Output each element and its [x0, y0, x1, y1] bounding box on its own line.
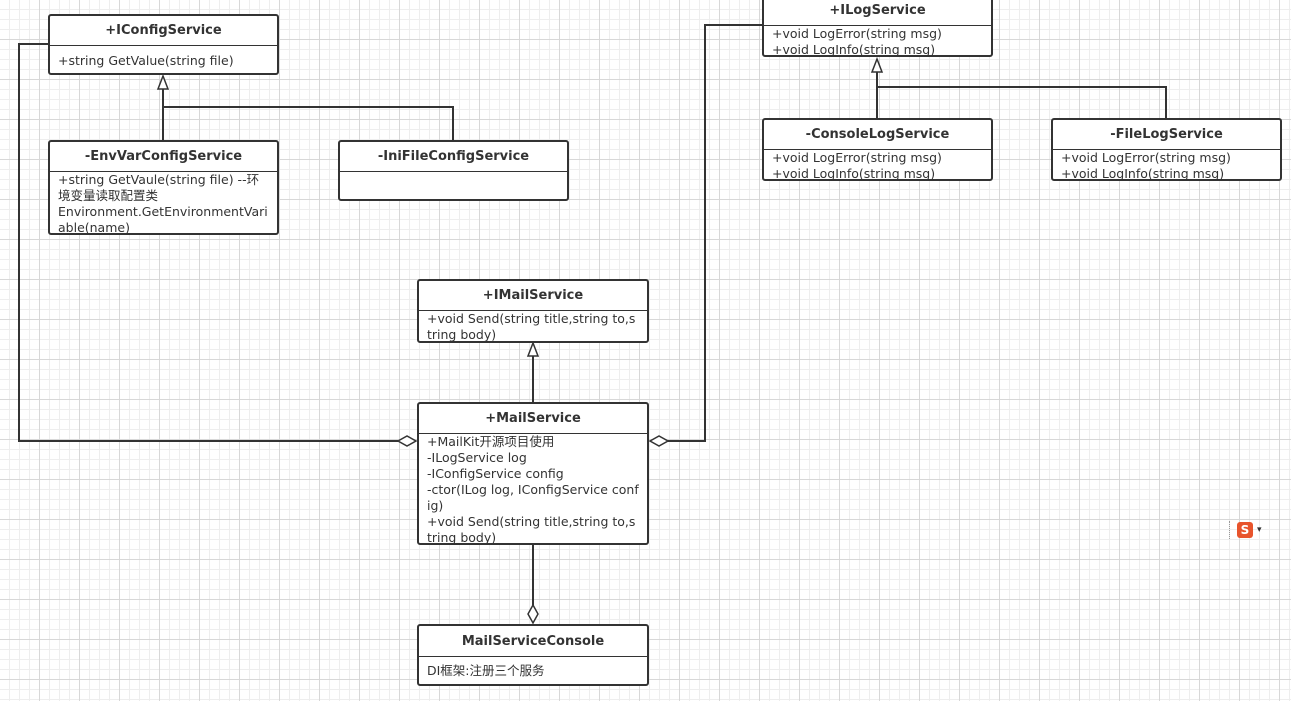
class-ilogservice-name: +ILogService — [764, 0, 991, 26]
class-filelogservice-members: +void LogError(string msg) +void LogInfo… — [1061, 150, 1231, 181]
class-iconfigservice[interactable]: +IConfigService +string GetValue(string … — [48, 14, 279, 75]
class-mailserviceconsole-members: DI框架:注册三个服务 — [427, 663, 545, 678]
aggregation-diamond-config — [396, 435, 418, 447]
aggregation-config-line — [18, 43, 398, 442]
class-filelogservice[interactable]: -FileLogService +void LogError(string ms… — [1051, 118, 1282, 181]
generalization-arrowhead-ilog — [870, 56, 884, 73]
class-envvarconfigservice[interactable]: -EnvVarConfigService +string GetVaule(st… — [48, 140, 279, 235]
class-filelogservice-name: -FileLogService — [1053, 120, 1280, 150]
class-consolelogservice[interactable]: -ConsoleLogService +void LogError(string… — [762, 118, 993, 181]
class-inifileconfigservice-name: -IniFileConfigService — [340, 142, 567, 172]
class-envvarconfigservice-name: -EnvVarConfigService — [50, 142, 277, 172]
generalization-envvar-to-iconfig — [162, 106, 454, 141]
class-inifileconfigservice[interactable]: -IniFileConfigService — [338, 140, 569, 201]
class-iconfigservice-members: +string GetValue(string file) — [58, 53, 234, 68]
class-consolelogservice-members: +void LogError(string msg) +void LogInfo… — [772, 150, 942, 181]
aggregation-log-line — [668, 24, 762, 442]
ime-drag-handle-icon[interactable] — [1229, 521, 1233, 539]
generalization-arrowhead-imail — [526, 340, 540, 357]
aggregation-diamond-console — [527, 603, 539, 625]
class-mailservice[interactable]: +MailService +MailKit开源项目使用 -ILogService… — [417, 402, 649, 545]
class-ilogservice-members: +void LogError(string msg) +void LogInfo… — [772, 26, 942, 57]
class-mailserviceconsole[interactable]: MailServiceConsole DI框架:注册三个服务 — [417, 624, 649, 686]
ime-indicator[interactable]: S ▾ — [1229, 519, 1279, 541]
class-mailservice-name: +MailService — [419, 404, 647, 434]
sogou-ime-icon[interactable]: S — [1237, 522, 1253, 538]
class-iconfigservice-name: +IConfigService — [50, 16, 277, 46]
class-ilogservice[interactable]: +ILogService +void LogError(string msg) … — [762, 0, 993, 57]
class-mailservice-members: +MailKit开源项目使用 -ILogService log -IConfig… — [427, 434, 639, 545]
caret-down-icon[interactable]: ▾ — [1257, 525, 1262, 535]
class-imailservice-members: +void Send(string title,string to,string… — [427, 311, 636, 342]
class-mailserviceconsole-name: MailServiceConsole — [419, 626, 647, 657]
class-imailservice-name: +IMailService — [419, 281, 647, 311]
generalization-arrowhead-iconfig — [156, 73, 170, 90]
aggregation-diamond-log — [648, 435, 670, 447]
class-envvarconfigservice-members: +string GetVaule(string file) --环境变量读取配置… — [58, 172, 268, 235]
class-consolelogservice-name: -ConsoleLogService — [764, 120, 991, 150]
class-imailservice[interactable]: +IMailService +void Send(string title,st… — [417, 279, 649, 343]
generalization-consolelog-to-ilog — [876, 86, 1167, 119]
